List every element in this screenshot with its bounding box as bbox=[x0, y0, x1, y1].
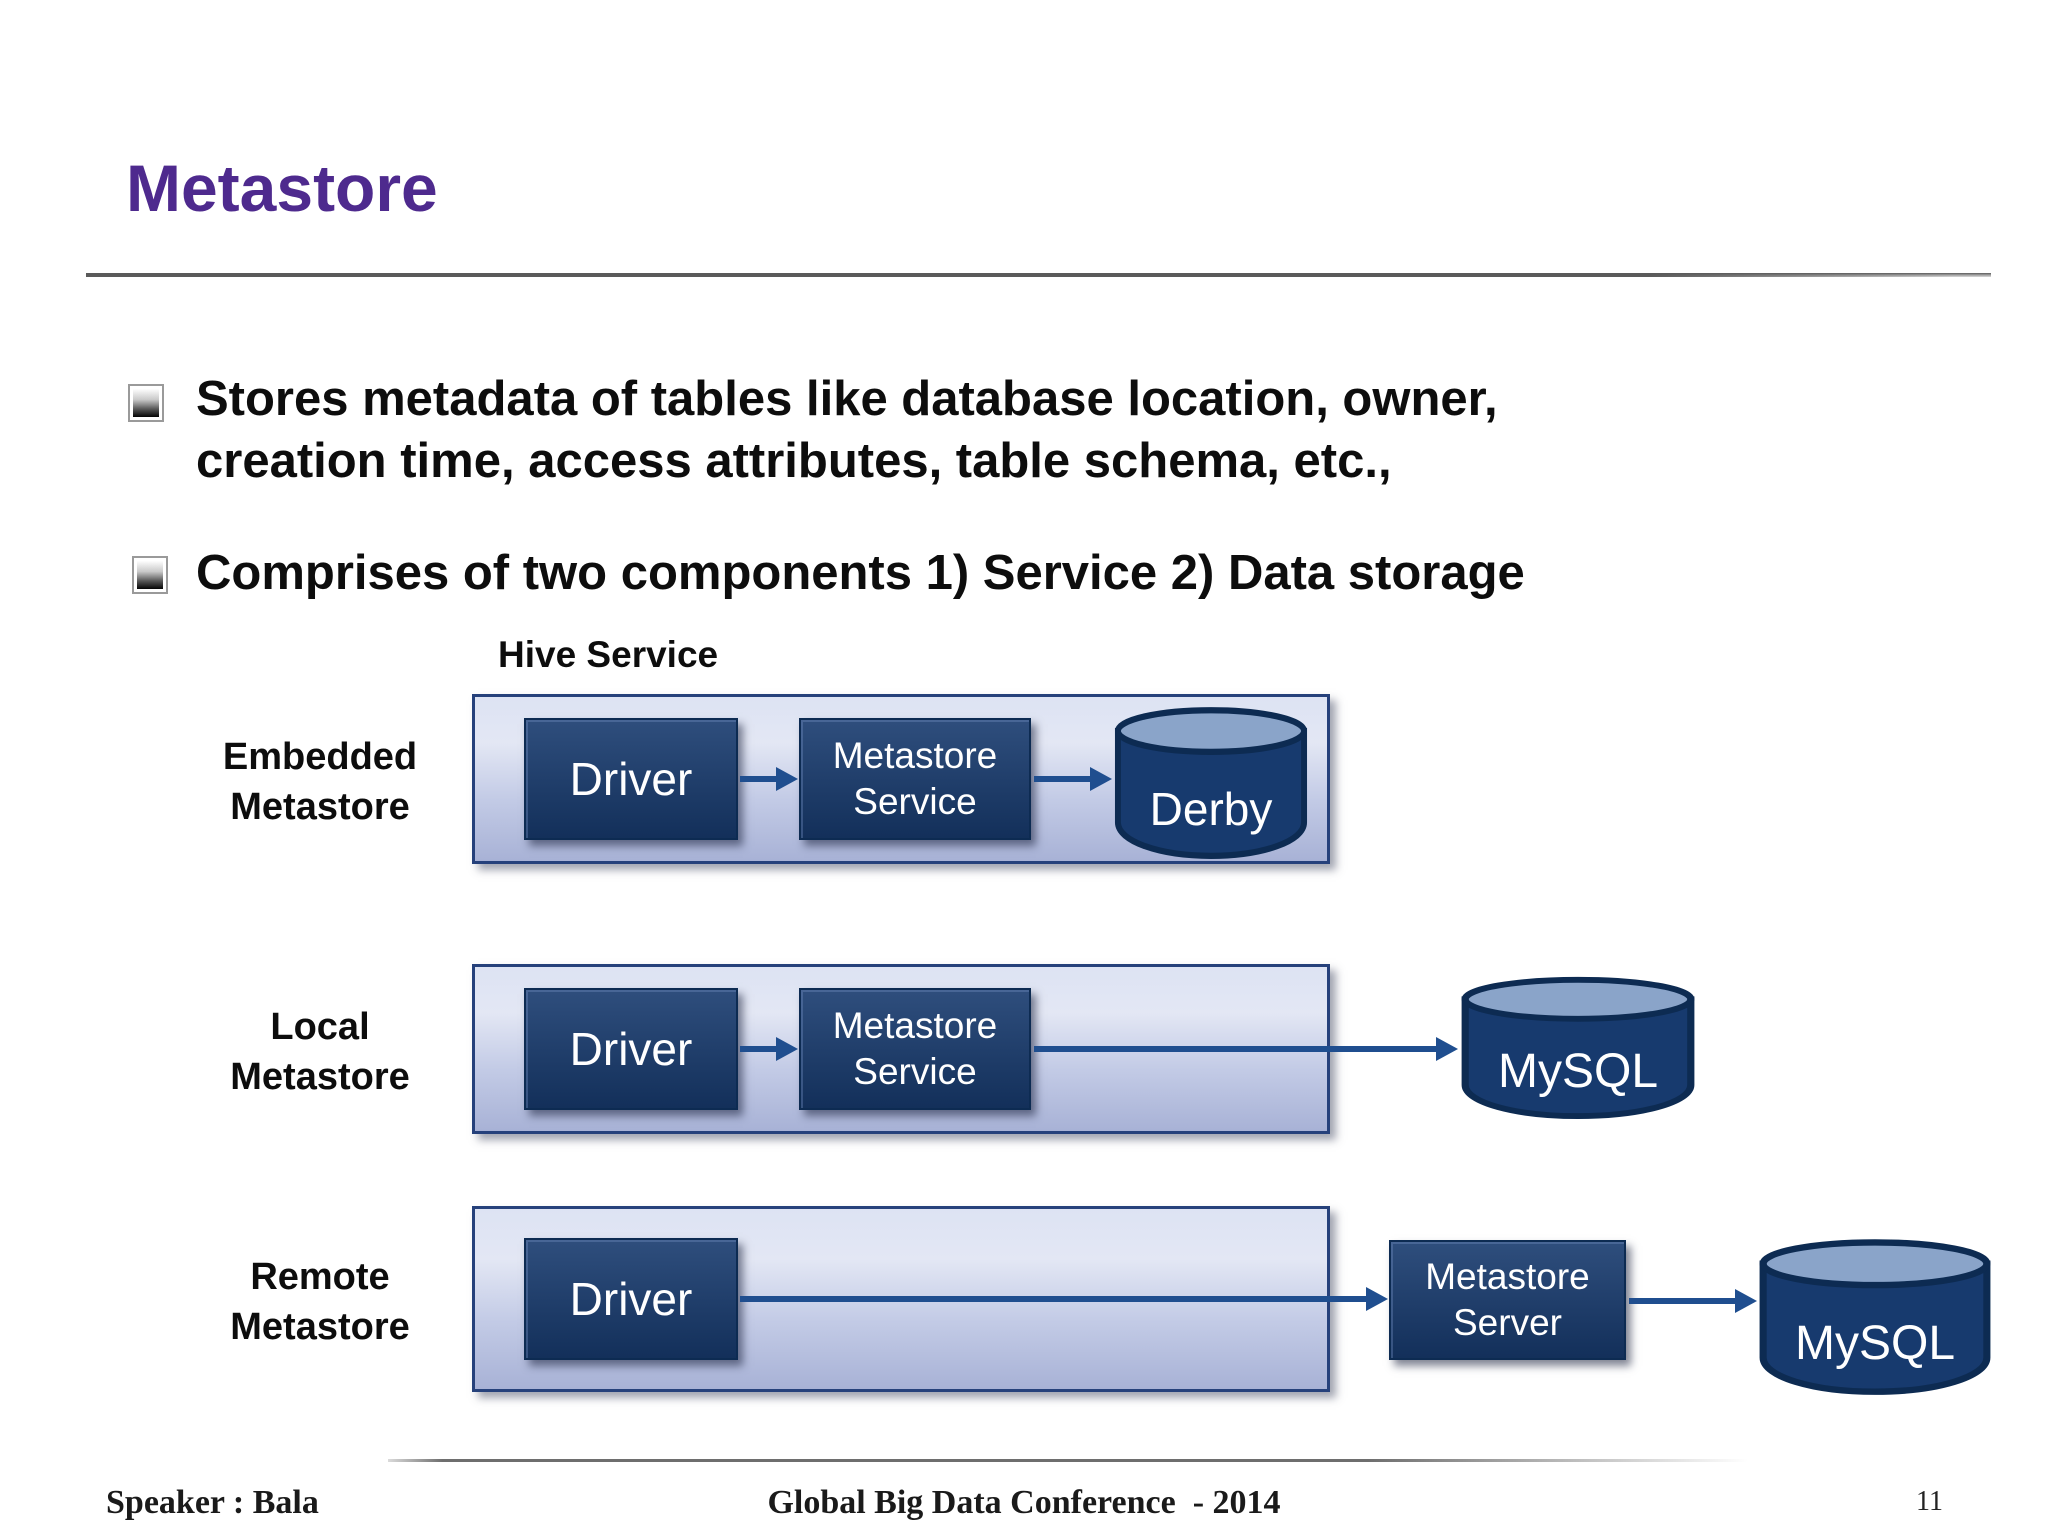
row-label-remote-metastore: Remote Metastore bbox=[150, 1252, 490, 1352]
footer-divider bbox=[388, 1459, 1748, 1462]
arrow-driver-to-metastore-server-row3 bbox=[740, 1287, 1388, 1311]
driver-box-label: Driver bbox=[569, 1023, 693, 1075]
hive-service-label: Hive Service bbox=[498, 634, 719, 675]
page-number: 11 bbox=[1916, 1486, 1943, 1517]
footer-conference: Global Big Data Conference - 2014 bbox=[767, 1484, 1281, 1521]
arrow-service-to-mysql-row2 bbox=[1034, 1037, 1458, 1061]
arrow-server-to-mysql-row3 bbox=[1629, 1289, 1757, 1313]
metastore-server-label-line: Metastore bbox=[1425, 1256, 1590, 1297]
bullet-2-line-1: Comprises of two components 1) Service 2… bbox=[196, 546, 1525, 600]
metastore-server-label-line: Server bbox=[1453, 1302, 1562, 1343]
driver-box-label: Driver bbox=[569, 1273, 693, 1325]
metastore-service-label-line: Metastore bbox=[832, 735, 998, 776]
mysql-database-cylinder-row2: MySQL bbox=[1458, 974, 1698, 1120]
title-divider bbox=[86, 273, 1991, 277]
metastore-service-label-line: Service bbox=[853, 1051, 977, 1092]
driver-box-row2: Driver bbox=[524, 988, 738, 1110]
metastore-service-box-row1: Metastore Service bbox=[799, 718, 1031, 840]
bullet-square-gradient bbox=[137, 561, 163, 589]
database-cylinder-icon bbox=[1461, 976, 1695, 1120]
driver-box-row1: Driver bbox=[524, 718, 738, 840]
row-label-embedded-metastore: Embedded Metastore bbox=[150, 732, 490, 832]
metastore-service-label-line: Service bbox=[853, 781, 977, 822]
page-title: Metastore bbox=[126, 151, 438, 225]
metastore-server-box-row3: Metastore Server bbox=[1389, 1240, 1626, 1360]
bullet-1: Stores metadata of tables like database … bbox=[196, 368, 1816, 492]
mysql-label: MySQL bbox=[1497, 1045, 1659, 1099]
arrow-driver-to-service-row2 bbox=[740, 1037, 798, 1061]
arrow-service-to-derby-row1 bbox=[1034, 767, 1112, 791]
footer-speaker: Speaker : Bala bbox=[106, 1484, 319, 1521]
database-cylinder-icon bbox=[1759, 1239, 1991, 1395]
bullet-square-icon bbox=[132, 556, 168, 594]
metastore-service-label-line: Metastore bbox=[832, 1005, 998, 1046]
row-label-line: Remote bbox=[250, 1256, 390, 1298]
row-label-local-metastore: Local Metastore bbox=[150, 1002, 490, 1102]
database-cylinder-icon bbox=[1114, 707, 1308, 859]
driver-box-label: Driver bbox=[569, 753, 693, 805]
bullet-2: Comprises of two components 1) Service 2… bbox=[196, 542, 1816, 604]
driver-box-row3: Driver bbox=[524, 1238, 738, 1360]
arrow-driver-to-service-row1 bbox=[740, 767, 798, 791]
row-label-line: Metastore bbox=[230, 1056, 410, 1098]
row-label-line: Metastore bbox=[230, 786, 410, 828]
row-label-line: Metastore bbox=[230, 1306, 410, 1348]
row-label-line: Embedded bbox=[222, 736, 418, 778]
row-label-line: Local bbox=[270, 1006, 370, 1048]
bullet-1-line-1: Stores metadata of tables like database … bbox=[196, 372, 1498, 426]
mysql-database-cylinder-row3: MySQL bbox=[1756, 1236, 1994, 1396]
derby-label: Derby bbox=[1149, 782, 1273, 835]
bullet-square-icon bbox=[128, 384, 164, 422]
mysql-label: MySQL bbox=[1794, 1316, 1956, 1370]
bullet-square-gradient bbox=[133, 389, 159, 417]
derby-database-cylinder: Derby bbox=[1112, 704, 1310, 860]
metastore-service-box-row2: Metastore Service bbox=[799, 988, 1031, 1110]
bullet-1-line-2: creation time, access attributes, table … bbox=[196, 434, 1392, 488]
